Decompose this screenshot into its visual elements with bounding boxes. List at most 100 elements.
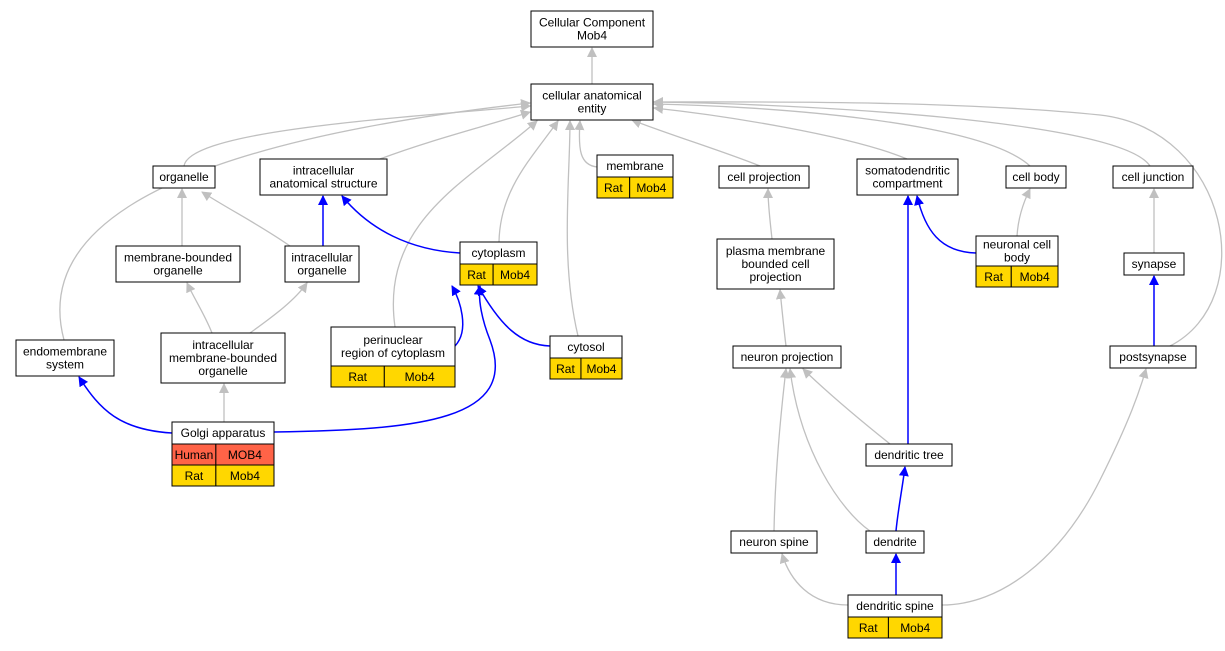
node-label: organelle: [198, 364, 248, 378]
gene-cell: [492, 263, 538, 286]
edge-neuronproj-to-pmbcp: [775, 289, 787, 347]
gene-cell: [215, 464, 275, 487]
node-label: membrane: [606, 159, 664, 173]
edge-cytosol-to-cae: [564, 120, 579, 337]
node-celljunction[interactable]: cell junction: [1112, 165, 1194, 189]
node-label: plasma membrane: [726, 244, 826, 258]
edge-somato-to-cae: [653, 103, 908, 160]
gene-label: Mob4: [636, 181, 666, 195]
edge-cytosol-to-cytoplasm: [477, 285, 551, 347]
node-label: region of cytoplasm: [341, 346, 445, 360]
edge-cytoplasm-to-ias: [341, 195, 461, 254]
node-box: [865, 530, 925, 554]
species-label: Rat: [984, 270, 1003, 284]
gene-label: Mob4: [230, 469, 260, 483]
node-label: Golgi apparatus: [181, 426, 266, 440]
node-label: intracellular: [293, 164, 354, 178]
node-box: [865, 443, 953, 467]
node-box: [716, 238, 835, 290]
edge-membrane-to-cae: [574, 120, 598, 168]
node-postsyn[interactable]: postsynapse: [1109, 345, 1197, 369]
node-label: perinuclear: [363, 333, 422, 347]
edge-io-to-organelle: [201, 191, 291, 247]
gene-cell: [383, 365, 456, 388]
node-label: dendrite: [873, 535, 917, 549]
node-label: somatodendritic: [865, 164, 950, 178]
node-dtree[interactable]: dendritic tree: [865, 443, 953, 467]
gene-cell: [887, 616, 943, 639]
node-box: [1109, 345, 1197, 369]
node-label: postsynapse: [1119, 350, 1187, 364]
gene-label: Mob4: [500, 268, 530, 282]
species-label: Rat: [556, 362, 575, 376]
node-synapse[interactable]: synapse: [1123, 252, 1185, 276]
node-organelle[interactable]: organelle: [152, 165, 216, 189]
node-cellproj[interactable]: cell projection: [718, 165, 810, 189]
node-neuronproj[interactable]: neuron projection: [732, 345, 842, 369]
node-box: [259, 158, 388, 196]
node-label: cellular anatomical: [542, 89, 641, 103]
edge-cytoplasm-to-cae: [498, 120, 559, 243]
node-label: intracellular: [291, 251, 352, 265]
node-cellbody[interactable]: cell body: [1005, 165, 1067, 189]
species-label: Rat: [859, 621, 878, 635]
node-label: membrane-bounded: [124, 251, 232, 265]
node-label: body: [1004, 251, 1030, 265]
edge-perinuc-to-cae: [392, 120, 538, 328]
edge-golgi-to-endo: [78, 376, 173, 434]
node-label: neuronal cell: [983, 238, 1051, 252]
species-label: Rat: [604, 181, 623, 195]
node-box: [732, 345, 842, 369]
node-label: anatomical structure: [269, 177, 377, 191]
node-label: organelle: [159, 170, 209, 184]
node-label: cell body: [1012, 170, 1059, 184]
gene-label: Mob4: [900, 621, 930, 635]
node-box: [718, 165, 810, 189]
node-box: [152, 165, 216, 189]
gene-cell: [580, 357, 623, 380]
gene-cell: [629, 176, 674, 199]
node-label: Cellular Component: [539, 16, 646, 30]
node-label: compartment: [872, 177, 943, 191]
node-label: bounded cell: [741, 257, 809, 271]
node-label: system: [46, 358, 84, 372]
node-box: [1123, 252, 1185, 276]
node-label: intracellular: [192, 338, 253, 352]
node-label: neuron projection: [741, 350, 834, 364]
node-label: cell projection: [727, 170, 800, 184]
gene-label: Mob4: [1020, 270, 1050, 284]
edge-golgi-to-cytoplasm: [273, 285, 496, 433]
species-label: Rat: [467, 268, 486, 282]
node-nspine[interactable]: neuron spine: [730, 530, 818, 554]
node-label: membrane-bounded: [169, 351, 277, 365]
node-box: [330, 326, 456, 367]
edge-dspine-to-postsyn: [941, 368, 1149, 606]
species-label: Rat: [185, 469, 204, 483]
gene-label: MOB4: [228, 448, 262, 462]
edge-dendrite-to-dtree: [895, 466, 909, 532]
node-label: dendritic spine: [856, 599, 934, 613]
node-label: cell junction: [1122, 170, 1185, 184]
edge-ncb-to-cellbody: [1016, 188, 1031, 237]
node-label: cytoplasm: [471, 246, 525, 260]
node-dendrite[interactable]: dendrite: [865, 530, 925, 554]
node-box: [730, 530, 818, 554]
edge-ias-to-cae: [379, 110, 531, 160]
